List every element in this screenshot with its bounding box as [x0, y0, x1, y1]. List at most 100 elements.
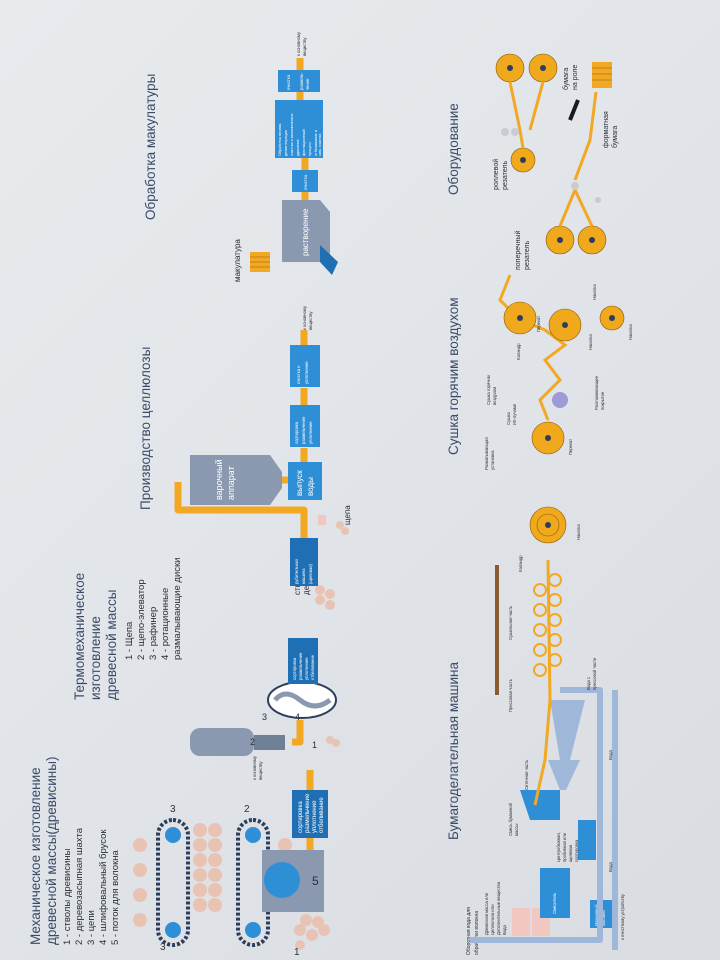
dry-reel3-label: Накатка [628, 324, 633, 340]
waste-to-paper-1: к основному [296, 31, 301, 56]
cellulose-pipe-a [174, 482, 308, 538]
digester [190, 455, 282, 505]
dry-ir-2: ИК-лучами [512, 403, 517, 425]
pm-calender-label: Каландр [518, 555, 523, 572]
pm-headbox-1: Смесь бумажной [508, 802, 513, 836]
waste-section: Обработка макулатуры макулатура растворе… [143, 31, 338, 282]
dry-coat-2: покрытие [600, 391, 605, 410]
pm-mixer [540, 868, 570, 918]
cellulose-sort-line1: сортировка [294, 421, 299, 444]
mech-title-line1: Механическое изготовление [28, 767, 43, 945]
waste-paper-stack [250, 252, 270, 272]
mech-label-2: 2 [244, 804, 250, 815]
logs-in-shaft [133, 823, 292, 927]
pm-headbox-2: массы [514, 824, 519, 836]
waste-process-1: Обработка вплавь [278, 123, 282, 156]
eq-web-format [573, 91, 598, 181]
tmp-to-paper-1: к основному [252, 755, 257, 780]
waste-clean-label: очистка [303, 174, 308, 190]
eq-web-bottom [558, 186, 594, 227]
mech-title-line2: древесной массы(древисины) [44, 757, 59, 945]
waste-process-5: флотационный [302, 129, 306, 156]
mech-legend-5: 5 - поток для волокна [110, 850, 121, 945]
dry-unwind-2: установка [490, 450, 495, 470]
tmp-legend-2: 2 - щепо-элеватор [136, 579, 147, 660]
pm-wire-label: Сеточная часть [524, 759, 529, 790]
tmp-box-line1: сортировка [292, 657, 297, 680]
eq-roll-cutter-2: резатель [502, 161, 509, 190]
dry-air-1: Сушка горячим [486, 375, 491, 405]
waste-process-3: очистка и механическое [290, 113, 294, 156]
tmp-label-3: 3 [262, 712, 267, 722]
mech-box-line1: сортировка [298, 801, 304, 833]
pm-web [533, 559, 552, 806]
tmp-title-line3: древесной массы [104, 590, 119, 700]
cellulose-title: Производство целлюлозы [138, 347, 153, 510]
pm-water-press-1: Вода с [586, 677, 591, 690]
dry-reroll-label: Перекат [568, 439, 573, 455]
pm-legend-3: Дополнительные вещества [496, 881, 501, 935]
chipper-line1: рубительная [294, 559, 299, 584]
pm-circ-2: обработки волокна [474, 911, 480, 955]
waste-process-6: процесс [308, 142, 312, 156]
pm-dryer-label: Сушильная часть [508, 605, 513, 640]
pm-headbox [520, 790, 560, 820]
waste-process-7: отбеливание и [314, 130, 318, 156]
waste-grind-2: чение [305, 78, 310, 90]
waste-to-paper-2: веществу [302, 37, 307, 56]
cellulose-sort-box [290, 405, 320, 447]
pm-section: Бумагоделательная машина Древесная масса… [446, 506, 625, 955]
waste-title: Обработка макулатуры [143, 74, 158, 220]
cellulose-sort-line3: уплотнение [308, 421, 313, 444]
waste-process-4: удаление [296, 139, 300, 156]
eq-format-1: форматная [603, 111, 610, 148]
pm-centrifuge-box [578, 820, 596, 860]
mech-label-3b: 3 [160, 942, 166, 953]
cellulose-clean-box [290, 345, 320, 387]
pm-centrifuge-1: Центробежная, [556, 832, 561, 862]
pm-storage-2: бассейн [601, 910, 606, 926]
waste-macul: макулатура [233, 239, 242, 282]
mech-box-line2: размельчение [305, 793, 311, 833]
chipper-line3: (щеповая) [308, 564, 313, 584]
chipper-line2: машина [301, 568, 306, 584]
digester-line1: варочный [214, 459, 224, 500]
mech-legend-3: 3 - цепи [86, 910, 97, 945]
cellulose-to-paper-2: веществу [308, 311, 313, 330]
tmp-label-2: 2 [250, 737, 255, 747]
pm-legend-2: Целлюлоза или [490, 904, 495, 935]
tmp-label-4: 4 [295, 712, 300, 722]
pm-centrifuge-2: пробивная или [562, 832, 567, 862]
pm-to-clean-label: к очистному устройству [620, 893, 625, 940]
cellulose-chips: щепа [343, 505, 352, 525]
mech-box-line4: отбеливание [319, 797, 325, 833]
mech-title: Механическое изготовление древесной масс… [28, 757, 121, 945]
cellulose-clean-line1: очистка и [296, 365, 301, 384]
waste-process-box [275, 100, 323, 158]
tmp-legend-5: размалывающие диски [172, 558, 183, 660]
dry-reel2-label: Накатка [592, 284, 597, 300]
tmp-legend-3: 3 - рафинер [148, 607, 159, 660]
mech-box-line3: уплотнение [312, 800, 318, 833]
eq-paper-roll-2: на роле [572, 65, 579, 90]
dry-ir-drum [552, 392, 568, 408]
dissolver-label: растворение [301, 208, 310, 256]
chip-elevator [190, 728, 254, 756]
eq-format-2: бумага [611, 126, 619, 148]
cellulose-logs-pile [315, 585, 335, 610]
pm-water2-label: Вода [608, 862, 613, 872]
mech-sort-box [292, 790, 328, 838]
dry-coat-1: Разглаживающее [594, 375, 599, 410]
eq-section: Оборудование роллевой резатель бумага на… [446, 53, 619, 270]
pm-reel-label: Накатка [576, 524, 581, 540]
tmp-box-line4: отбеливание [310, 654, 315, 680]
dry-ir-1: Сушка [506, 412, 511, 425]
dry-reel1-label: Накатка [588, 334, 593, 350]
pm-legend-4: Вода [502, 925, 507, 935]
mech-grinder: 5 1 2 3 3 сортировка размельчение уплотн… [133, 770, 330, 958]
mech-label-5: 5 [312, 874, 319, 888]
dry-unwind-1: Разматывающая [484, 437, 489, 470]
pm-hopper-1 [550, 700, 585, 760]
chain-belt-left [156, 818, 190, 947]
mech-label-1: 1 [294, 947, 300, 958]
